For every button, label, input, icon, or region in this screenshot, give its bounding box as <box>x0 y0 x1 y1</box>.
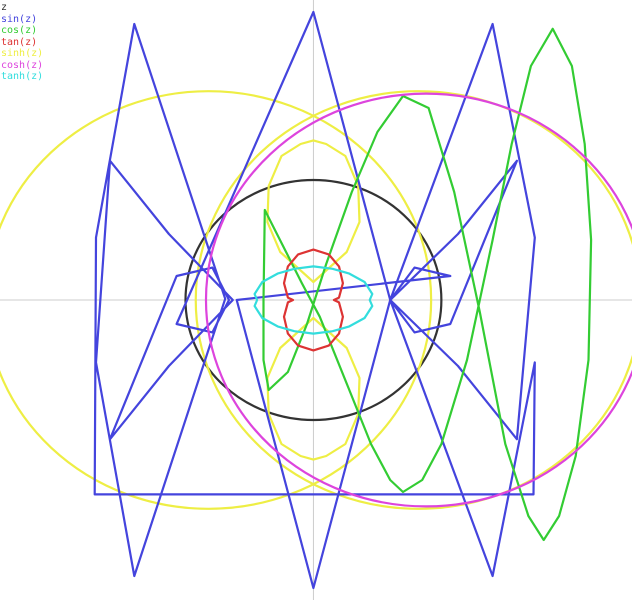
series-sin-curve <box>93 10 536 590</box>
series-layer <box>0 10 632 590</box>
legend-entry-tan: tan(z) <box>1 36 38 48</box>
series-z-curve <box>184 178 443 422</box>
legend-entry-z: z <box>1 2 8 13</box>
series-sinh-curve-loop-1 <box>266 139 361 284</box>
series-sinh-curve-circle-1 <box>0 90 433 510</box>
legend-entry-tanh: tanh(z) <box>1 71 44 82</box>
series-cos-curve <box>262 27 593 542</box>
series-tan-curve <box>282 248 344 352</box>
legend-entry-sin: sin(z) <box>1 13 38 25</box>
series-sinh-curve-circle-2 <box>194 90 632 510</box>
legend-entry-cosh: cosh(z) <box>1 59 44 71</box>
legend: z sin(z) cos(z) tan(z) sinh(z) cosh(z) t… <box>1 2 43 83</box>
legend-entry-sinh: sinh(z) <box>1 48 44 59</box>
series-cosh-curve <box>204 92 632 508</box>
series-tanh-curve <box>253 265 374 335</box>
legend-entry-cos: cos(z) <box>1 25 38 36</box>
